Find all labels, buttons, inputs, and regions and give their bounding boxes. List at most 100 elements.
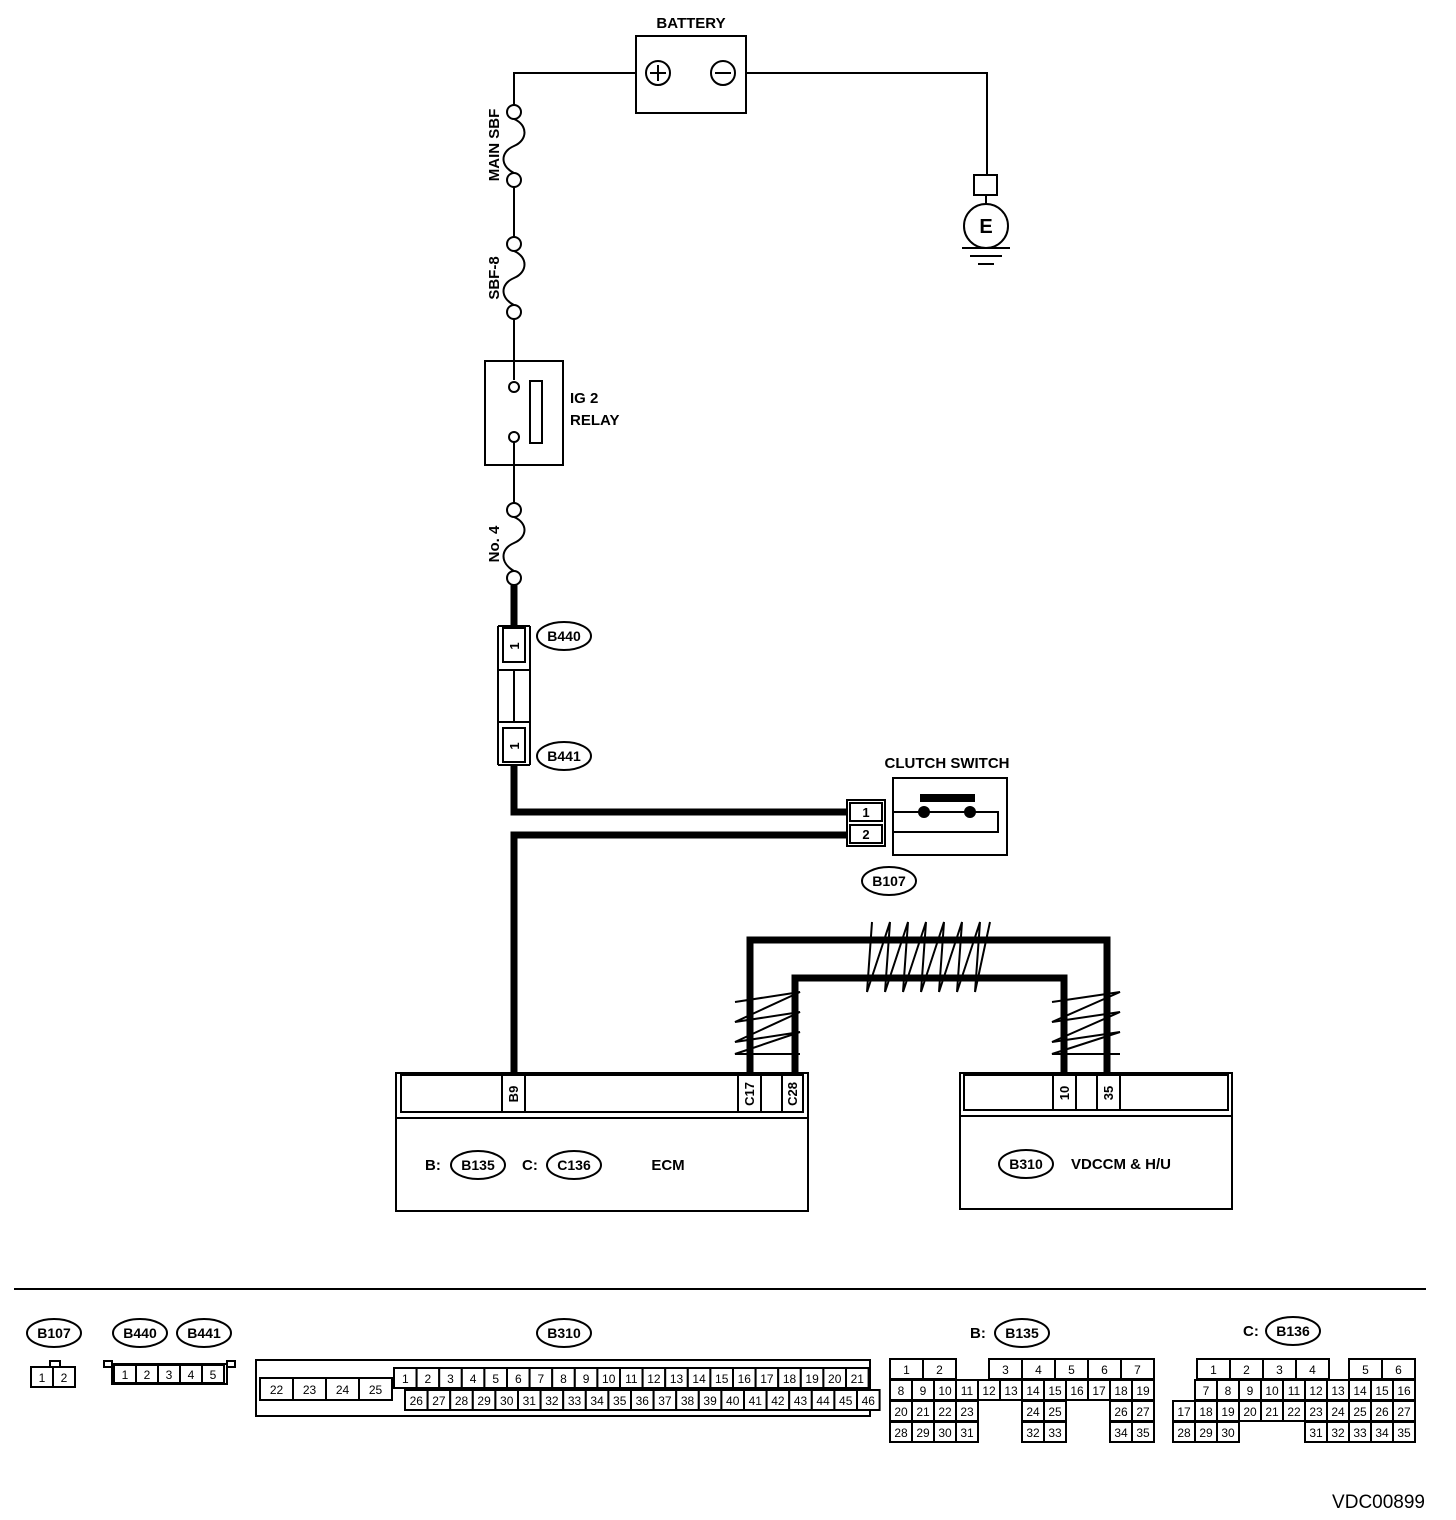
legend-b310-pin-label: 18 [783,1372,797,1386]
legend-b310-pin-label: 7 [538,1372,545,1386]
b441-oval: B441 [536,741,592,771]
legend-b136-pin-label: 21 [1265,1405,1279,1419]
legend-b135-pin-label: 11 [961,1384,974,1398]
clutch-pin-1: 1 [862,805,869,820]
legend-b310-pin-label: 41 [749,1394,763,1408]
legend-b136-pin-label: 6 [1395,1363,1402,1377]
ecm-c136-oval: C136 [557,1157,591,1173]
legend-b310-pin-label: 26 [410,1394,424,1408]
vdccm: 10 35 B310 VDCCM & H/U [959,1072,1233,1210]
legend-b135-prefix: B: [970,1325,986,1342]
legend-b136-pin-label: 8 [1225,1384,1232,1398]
legend-b136-label: B136 [1276,1323,1310,1339]
legend-b310-pin-label: 4 [470,1372,477,1386]
legend-b135-pin-label: 27 [1136,1405,1150,1419]
legend-b310-cell [358,1377,393,1401]
legend-b440-label: B440 [123,1325,157,1341]
legend-b136-pin-label: 1 [1210,1363,1217,1377]
ecm-c-prefix: C: [522,1157,538,1174]
svg-text:B107: B107 [872,873,906,889]
legend-b310-pin-label: 1 [402,1372,409,1386]
ecm-pin-c28: C28 [785,1082,800,1106]
legend-b136-pin-label: 16 [1397,1384,1411,1398]
legend-b310-pin-label: 14 [692,1372,706,1386]
legend-b136-pin-label: 12 [1309,1384,1323,1398]
svg-text:B440: B440 [547,628,581,644]
legend-b136-pin-label: 23 [1309,1405,1323,1419]
legend-b135-pin-label: 22 [938,1405,952,1419]
legend-b310-pin-label: 34 [590,1394,604,1408]
legend-b310-pin-label: 36 [636,1394,650,1408]
vdc-b310-oval: B310 [1009,1156,1043,1172]
legend-b310-pin-label: 13 [670,1372,684,1386]
legend-b136-cell [1392,1421,1416,1443]
legend-b136-pin-label: 3 [1276,1363,1283,1377]
legend-b136-pin-label: 18 [1199,1405,1213,1419]
legend-b136-pin-label: 34 [1375,1426,1389,1440]
legend-b135-label: B135 [1005,1325,1039,1341]
legend-b440-cell [201,1364,225,1384]
legend-b107-cell: 2 [61,1371,68,1385]
can-twisted-pair [734,921,1121,1075]
legend-b310-pin-label: 19 [805,1372,819,1386]
legend-b135-pin-label: 18 [1114,1384,1128,1398]
legend-b310-pin-label: 27 [432,1394,446,1408]
legend-b136-prefix: C: [1243,1323,1259,1340]
legend-b310-pin-label: 30 [500,1394,514,1408]
legend-b135-pin-label: 21 [916,1405,930,1419]
vdccm-label: VDCCM & H/U [1071,1156,1171,1173]
legend-b107-label: B107 [37,1325,71,1341]
legend-b135-cell [1043,1421,1067,1443]
legend-b310-pin-label: 33 [568,1394,582,1408]
legend-b440-pin-label: 2 [144,1368,151,1382]
legend-b310-pin-label: 9 [583,1372,590,1386]
legend-b440-pin-label: 1 [122,1368,129,1382]
legend-b310-pin-label: 22 [270,1383,284,1397]
legend-b136-pin-label: 19 [1221,1405,1235,1419]
legend-b310-pin-label: 16 [738,1372,752,1386]
vdc-pin-35: 35 [1101,1086,1116,1100]
legend-b440-pin-label: 3 [166,1368,173,1382]
legend-b310-pin-label: 2 [425,1372,432,1386]
legend-b310-cell [856,1389,881,1411]
ecm: B9 C17 C28 B: B135 C: C136 ECM [395,1072,809,1212]
legend-b135-pin-label: 35 [1136,1426,1150,1440]
legend-b136-pin-label: 7 [1203,1384,1210,1398]
legend-b135-pin-label: 23 [960,1405,974,1419]
legend-b135-pin-label: 31 [960,1426,974,1440]
legend-b136-pin-label: 26 [1375,1405,1389,1419]
legend-b135-pin-label: 33 [1048,1426,1062,1440]
legend-b136-pin-label: 10 [1265,1384,1279,1398]
legend-b310-pin-label: 11 [625,1372,638,1386]
legend-b310-pin-label: 21 [851,1372,865,1386]
legend-b310-pin-label: 37 [658,1394,672,1408]
main-sbf-label: MAIN SBF [486,109,503,182]
legend-b136-pin-label: 15 [1375,1384,1389,1398]
legend-b310-pin-label: 46 [862,1394,876,1408]
legend-b135-pin-label: 5 [1068,1363,1075,1377]
main-sbf-fuse: MAIN SBF [486,104,526,188]
legend-b135-pin-label: 29 [916,1426,930,1440]
legend-b135-pin-label: 14 [1026,1384,1040,1398]
ecm-pin-b9: B9 [506,1086,521,1103]
legend-b310-cell [845,1367,870,1389]
b107-oval: B107 [861,866,917,896]
legend-b135-pin-label: 1 [903,1363,910,1377]
legend-b135-cell [1131,1421,1155,1443]
legend-b135-pin-label: 28 [894,1426,908,1440]
connector-b440-b441: 1 1 [497,625,531,766]
clutch-switch-label: CLUTCH SWITCH [885,755,1010,772]
legend-b136-pin-label: 5 [1362,1363,1369,1377]
legend-b135-cell [955,1421,979,1443]
legend-b310-label: B310 [547,1325,581,1341]
ground-label: E [979,216,992,238]
legend-b136-pin-label: 22 [1287,1405,1301,1419]
legend-b310-pin-label: 40 [726,1394,740,1408]
legend-b135-pin-label: 16 [1070,1384,1084,1398]
legend-b310-pin-label: 31 [523,1394,537,1408]
clutch-pin-2: 2 [862,827,869,842]
legend-b135-pin-label: 34 [1114,1426,1128,1440]
fuse-no4-label: No. 4 [486,525,503,562]
legend-b135-pin-label: 13 [1004,1384,1018,1398]
